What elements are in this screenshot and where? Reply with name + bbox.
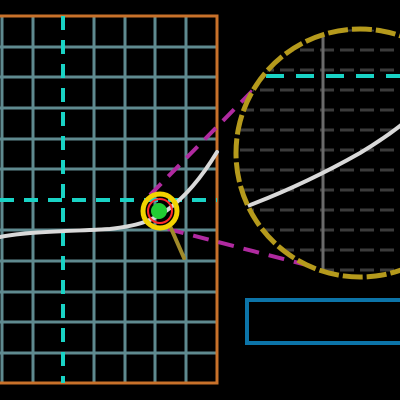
- cursor-marker[interactable]: [140, 191, 186, 260]
- curve-line: [0, 150, 219, 239]
- cursor-inner-ring: [147, 198, 173, 224]
- cursor-dot: [151, 203, 167, 219]
- empty-box[interactable]: [245, 298, 400, 345]
- magnifier-border: [233, 26, 400, 280]
- leader-line-top: [148, 78, 265, 197]
- magnifier-lens[interactable]: [233, 26, 400, 280]
- cursor-tail: [168, 224, 186, 260]
- magnifier-curve: [243, 120, 400, 209]
- magnifier-background: [236, 29, 400, 277]
- cursor-ring: [140, 191, 180, 231]
- magnifier-leader-lines: [148, 78, 319, 270]
